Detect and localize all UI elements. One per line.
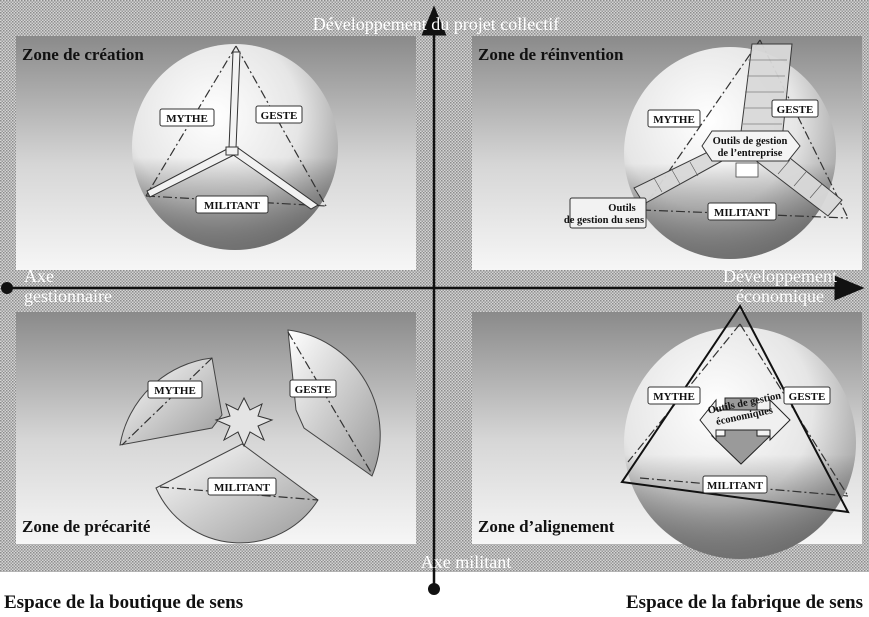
title-zone-alignement: Zone d’alignement [478, 517, 615, 536]
tool-gestion-entreprise-line1: Outils de gestion [713, 136, 788, 147]
axis-origin-left [1, 282, 13, 294]
label-militant-creation: MILITANT [204, 200, 261, 212]
tool-gestion-sens-line1: Outils [608, 203, 635, 214]
axis-label-bottom: Axe militant [421, 552, 511, 572]
label-geste-creation: GESTE [261, 110, 298, 122]
label-mythe-precarite: MYTHE [154, 385, 196, 397]
arrow-double [699, 398, 791, 442]
tool-gestion-sens-line2: de gestion du sens [564, 215, 644, 226]
fragment-geste [287, 329, 381, 477]
tool-box-entreprise [701, 130, 801, 162]
tool-gestion-entreprise-line2: de l’entreprise [718, 148, 783, 159]
label-geste-reinvention: GESTE [777, 104, 814, 116]
label-militant-alignement: MILITANT [707, 480, 764, 492]
axes [1, 5, 865, 595]
label-geste-alignement: GESTE [789, 391, 826, 403]
explosion-shape [214, 396, 274, 448]
quadrant-alignement [620, 304, 856, 559]
label-mythe-reinvention: MYTHE [653, 114, 695, 126]
quadrant-reinvention [569, 39, 849, 259]
label-mythe-alignement: MYTHE [653, 391, 695, 403]
label-mythe-creation: MYTHE [166, 113, 208, 125]
caption-boutique-de-sens: Espace de la boutique de sens [4, 592, 244, 613]
axis-label-top: Développement du projet collectif [313, 14, 559, 34]
label-geste-precarite: GESTE [295, 384, 332, 396]
title-zone-creation: Zone de création [22, 45, 144, 64]
caption-fabrique-de-sens: Espace de la fabrique de sens [626, 592, 863, 613]
label-militant-reinvention: MILITANT [714, 207, 771, 219]
title-zone-precarite: Zone de précarité [22, 517, 151, 536]
quadrant-precarite [119, 329, 381, 544]
title-zone-reinvention: Zone de réinvention [478, 45, 624, 64]
axis-origin-bottom [428, 583, 440, 595]
creation-spokes [146, 51, 319, 210]
quadrant-creation [132, 44, 338, 250]
fragment-mythe [119, 357, 223, 446]
label-militant-precarite: MILITANT [214, 482, 271, 494]
